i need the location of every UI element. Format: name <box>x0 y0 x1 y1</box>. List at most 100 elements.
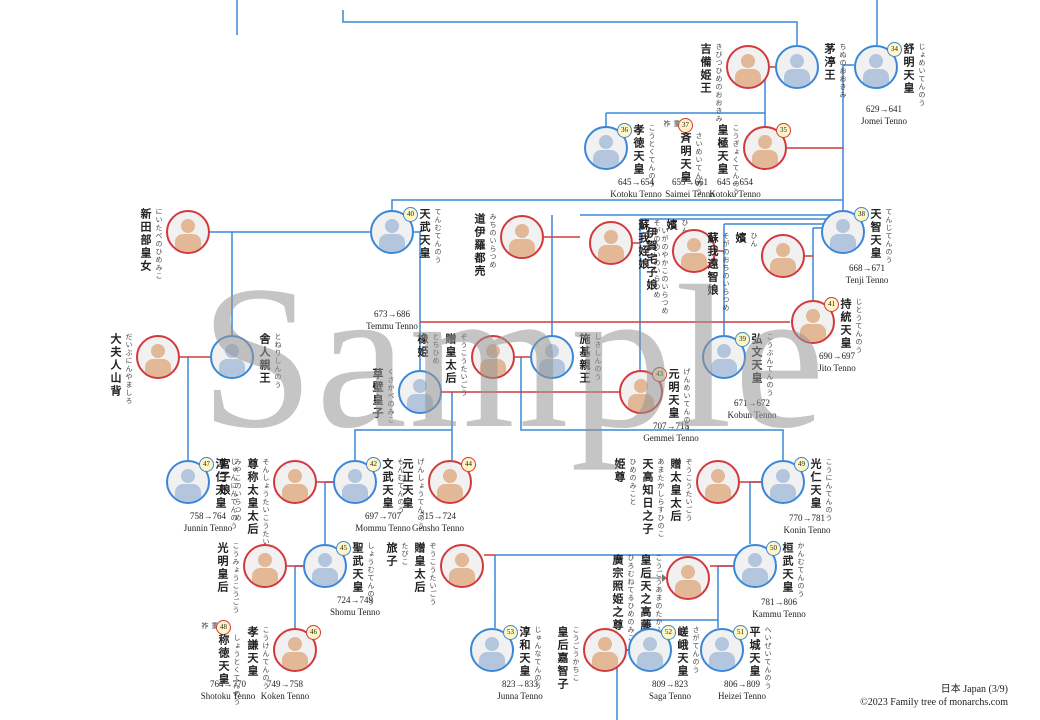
female-avatar-icon[interactable] <box>672 229 716 273</box>
name-kana: ひん <box>681 219 689 235</box>
male-avatar-icon[interactable] <box>370 210 414 254</box>
reign-years: 690→697 <box>819 351 855 361</box>
reign-number-badge: 38 <box>854 207 869 222</box>
name-kana: みやこのいらつめ <box>234 458 242 522</box>
female-avatar-icon[interactable] <box>471 335 515 379</box>
name-kanji: 光明皇后 <box>216 542 229 594</box>
name-label: さいめいてんのう斉明天皇 <box>677 132 704 196</box>
name-kanji: 淳和天皇 <box>518 626 531 678</box>
male-avatar-icon[interactable] <box>210 335 254 379</box>
name-label: しきしんのう施基親王 <box>576 333 603 385</box>
female-avatar-icon[interactable] <box>743 126 787 170</box>
reign-years: 715→724 <box>420 511 456 521</box>
reign-years: 724→749 <box>337 595 373 605</box>
name-kanji: 平城天皇 <box>748 626 761 678</box>
female-avatar-icon[interactable] <box>440 544 484 588</box>
romanized-name: Heizei Tenno <box>718 691 766 701</box>
avatar-body <box>675 580 701 598</box>
reign-number-badge: 40 <box>403 207 418 222</box>
name-label: しょうむてんのう聖武天皇 <box>349 542 376 606</box>
female-avatar-icon[interactable] <box>273 460 317 504</box>
name-kanji: 道伊羅都売 <box>473 213 486 278</box>
male-avatar-icon[interactable] <box>700 628 744 672</box>
reign-years: 758→764 <box>190 511 226 521</box>
name-kana: しょうとくてんのう <box>233 634 241 706</box>
female-avatar-icon[interactable] <box>166 210 210 254</box>
female-avatar-icon[interactable] <box>726 45 770 89</box>
male-avatar-icon[interactable] <box>628 628 672 672</box>
female-avatar-icon[interactable] <box>761 234 805 278</box>
name-label: げんしょうてんのう元正天皇 <box>399 458 426 530</box>
female-avatar-icon[interactable] <box>696 460 740 504</box>
male-avatar-icon[interactable] <box>333 460 377 504</box>
avatar-head <box>715 637 729 651</box>
name-kana: かんむてんのう <box>797 542 805 598</box>
male-avatar-icon[interactable] <box>775 45 819 89</box>
name-kanji: 弘文天皇 <box>750 333 763 385</box>
reign-number-badge: 39 <box>735 332 750 347</box>
female-avatar-icon[interactable] <box>619 370 663 414</box>
name-kanji: 光仁天皇 <box>809 458 822 510</box>
reign-number-badge: 53 <box>503 625 518 640</box>
name-label: じゅんなてんのう淳和天皇 <box>516 626 543 690</box>
female-avatar-icon[interactable] <box>500 215 544 259</box>
female-avatar-icon[interactable] <box>589 221 633 265</box>
name-label: くさかべのみこ草壁皇子 <box>369 368 396 424</box>
name-kanji: 斉明天皇 <box>679 132 692 184</box>
name-label: しょうとくてんのう称徳天皇 <box>215 634 242 706</box>
romanized-name: Shotoku Tenno <box>200 691 256 701</box>
reign-years: 668→671 <box>849 263 885 273</box>
name-kanji: 新田部皇女 <box>139 208 152 273</box>
name-kanji: 皇后嘉智子 <box>556 626 569 691</box>
name-kana: じょめいてんのう <box>918 43 926 107</box>
reign-years: 809→823 <box>652 679 688 689</box>
name-kana: ぞうこうたいごう <box>685 458 693 522</box>
reign-number-badge: 43 <box>652 367 667 382</box>
avatar-head <box>758 135 772 149</box>
avatar-head <box>687 238 701 252</box>
reign-number-badge: 34 <box>887 42 902 57</box>
avatar-head <box>836 219 850 233</box>
name-kana: ひん <box>750 232 758 248</box>
name-label: ぞうこうたいごう贈皇太后たびこ旅子 <box>383 542 438 606</box>
male-avatar-icon[interactable] <box>584 126 628 170</box>
name-label: きびつひめのおおきみ吉備姫王 <box>697 43 724 123</box>
avatar-body <box>219 359 245 377</box>
name-kana: そがのめいのいらつめ <box>653 219 661 299</box>
name-kanji: 贈皇太后 <box>413 542 426 594</box>
avatar-head <box>599 135 613 149</box>
name-kana: こうぶんてんのう <box>766 333 774 397</box>
reenthroned-note: 重祚 <box>201 622 219 629</box>
name-kana: へいぜいてんのう <box>764 626 772 690</box>
male-avatar-icon[interactable] <box>166 460 210 504</box>
female-avatar-icon[interactable] <box>243 544 287 588</box>
avatar-body <box>449 568 475 586</box>
male-avatar-icon[interactable] <box>530 335 574 379</box>
avatar-body <box>628 394 654 412</box>
reign-number-badge: 48 <box>216 620 231 635</box>
name-kanji: 孝徳天皇 <box>632 124 645 176</box>
avatar-body <box>770 258 796 276</box>
name-kana: しきしんのう <box>594 333 602 381</box>
copyright: ©2023 Family tree of monarchs.com <box>860 697 1008 708</box>
female-avatar-icon[interactable] <box>583 628 627 672</box>
name-kana: とちひめ <box>432 333 440 365</box>
avatar-body <box>598 245 624 263</box>
name-kanji: 宮子娘 <box>218 458 231 497</box>
name-kana: あまたかしらすひのこ <box>657 458 665 538</box>
reign-number-badge: 35 <box>776 123 791 138</box>
name-kana: げんしょうてんのう <box>417 458 425 530</box>
name-kanji: 元正天皇 <box>401 458 414 510</box>
name-label: にいたべのひめみこ新田部皇女 <box>137 208 164 280</box>
name-kanji: 天智天皇 <box>869 208 882 260</box>
name-kanji: 大夫人山背 <box>109 333 122 398</box>
female-avatar-icon[interactable] <box>666 556 710 600</box>
female-avatar-icon[interactable] <box>136 335 180 379</box>
name-kana: げんめいてんのう <box>683 368 691 432</box>
male-avatar-icon[interactable] <box>398 370 442 414</box>
avatar-head <box>604 230 618 244</box>
